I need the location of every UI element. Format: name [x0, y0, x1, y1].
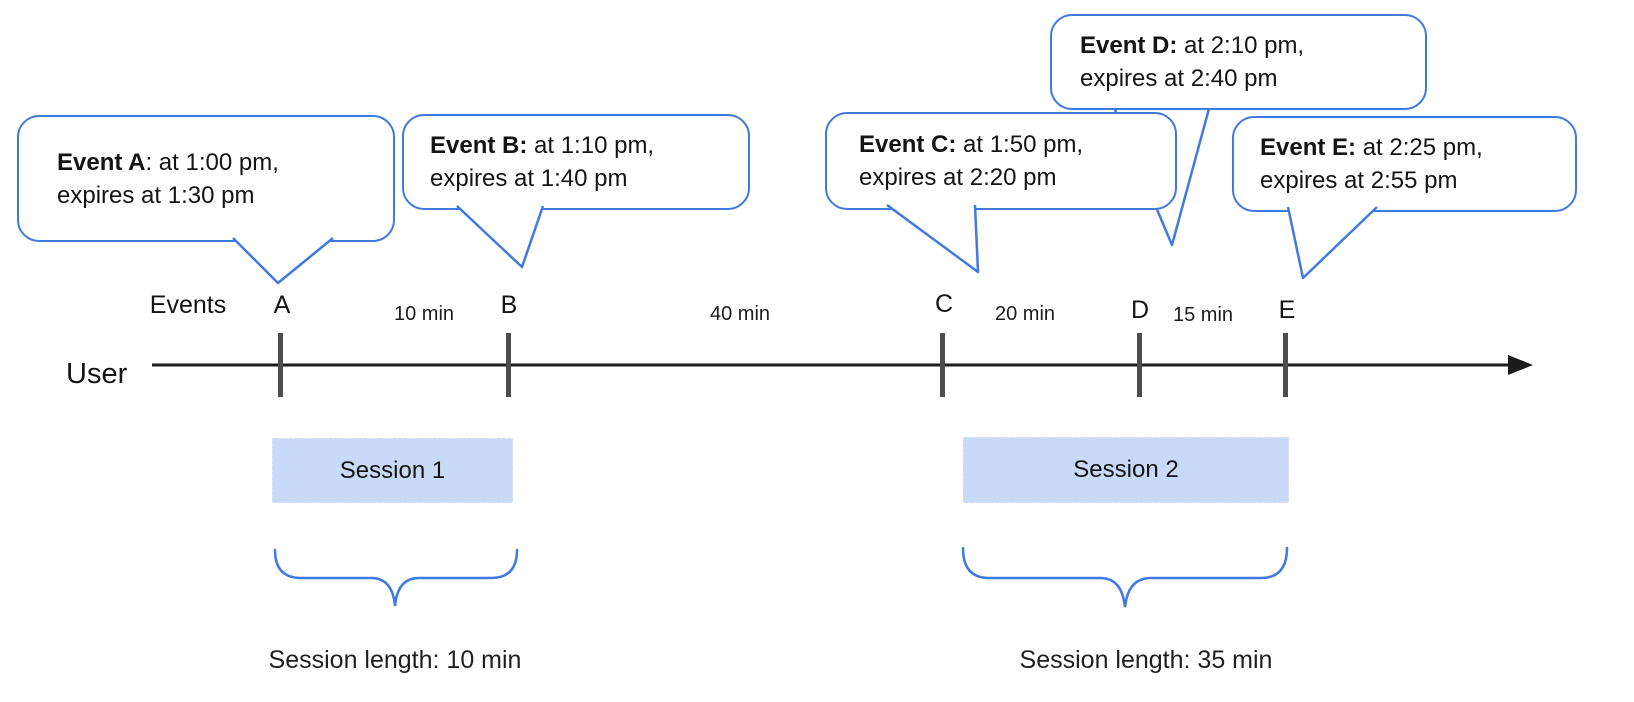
marker-label-c: C — [934, 290, 954, 318]
event-e-callout-tail-outline — [1286, 206, 1378, 280]
event-c-bubble: Event C: at 1:50 pm, expires at 2:20 pm — [825, 112, 1177, 210]
event-b-time: at 1:10 pm, — [527, 132, 655, 159]
event-a-text: Event A: at 1:00 pm, expires at 1:30 pm — [57, 146, 279, 212]
event-a-callout-tail-outline — [232, 237, 334, 285]
tick-c — [940, 333, 945, 397]
marker-label-b: B — [500, 291, 518, 319]
event-e-callout-tail — [1288, 207, 1377, 278]
marker-label-e: E — [1278, 296, 1296, 324]
event-a-callout-tail — [233, 238, 333, 283]
event-c-callout-tail-outline — [886, 203, 980, 274]
user-label: User — [66, 358, 128, 390]
session-2-label: Session 2 — [1073, 456, 1179, 483]
event-d-bubble: Event D: at 2:10 pm, expires at 2:40 pm — [1050, 14, 1427, 110]
tick-d — [1137, 333, 1142, 397]
event-c-expiry: expires at 2:20 pm — [859, 164, 1057, 191]
event-b-title: Event B: — [430, 132, 528, 159]
event-a-title: Event A — [57, 148, 146, 176]
tick-a — [278, 333, 283, 397]
session-1-box: Session 1 — [272, 438, 513, 503]
tick-e — [1283, 333, 1288, 397]
event-a-bubble: Event A: at 1:00 pm, expires at 1:30 pm — [17, 115, 395, 242]
marker-label-d: D — [1130, 296, 1150, 324]
event-d-text: Event D: at 2:10 pm, expires at 2:40 pm — [1080, 29, 1304, 95]
event-b-callout-tail — [457, 206, 543, 267]
interval-label-d-e: 15 min — [1172, 304, 1234, 326]
event-e-title: Event E: — [1260, 134, 1357, 161]
event-a-expiry: expires at 1:30 pm — [57, 181, 255, 209]
event-d-time: at 2:10 pm, — [1177, 32, 1305, 59]
event-e-text: Event E: at 2:25 pm, expires at 2:55 pm — [1260, 131, 1483, 197]
session-1-length-label: Session length: 10 min — [268, 646, 522, 674]
event-b-callout-tail-outline — [456, 205, 545, 269]
event-b-bubble: Event B: at 1:10 pm, expires at 1:40 pm — [402, 114, 750, 210]
event-e-bubble: Event E: at 2:25 pm, expires at 2:55 pm — [1232, 116, 1577, 212]
interval-label-a-b: 10 min — [393, 303, 455, 325]
marker-label-a: A — [273, 291, 291, 319]
events-label: Events — [149, 291, 227, 319]
timeline-arrowhead-icon — [1508, 355, 1533, 375]
session-2-brace — [961, 546, 1289, 608]
event-d-expiry: expires at 2:40 pm — [1080, 65, 1278, 92]
session-1-label: Session 1 — [339, 456, 446, 484]
event-e-time: at 2:25 pm, — [1356, 134, 1483, 161]
event-c-callout-tail — [887, 205, 978, 272]
session-2-length-label: Session length: 35 min — [1019, 646, 1273, 674]
event-c-time: at 1:50 pm, — [956, 131, 1084, 158]
tick-b — [506, 333, 511, 397]
interval-label-b-c: 40 min — [709, 303, 771, 325]
session-2-box: Session 2 — [963, 437, 1289, 503]
event-b-expiry: expires at 1:40 pm — [430, 165, 628, 192]
event-b-text: Event B: at 1:10 pm, expires at 1:40 pm — [430, 129, 654, 195]
event-a-time: : at 1:00 pm, — [145, 148, 279, 176]
event-c-title: Event C: — [859, 131, 957, 158]
interval-label-c-d: 20 min — [994, 303, 1056, 325]
event-e-expiry: expires at 2:55 pm — [1260, 167, 1458, 194]
session-1-brace — [273, 548, 519, 607]
event-d-title: Event D: — [1080, 32, 1178, 59]
event-c-text: Event C: at 1:50 pm, expires at 2:20 pm — [859, 128, 1083, 194]
